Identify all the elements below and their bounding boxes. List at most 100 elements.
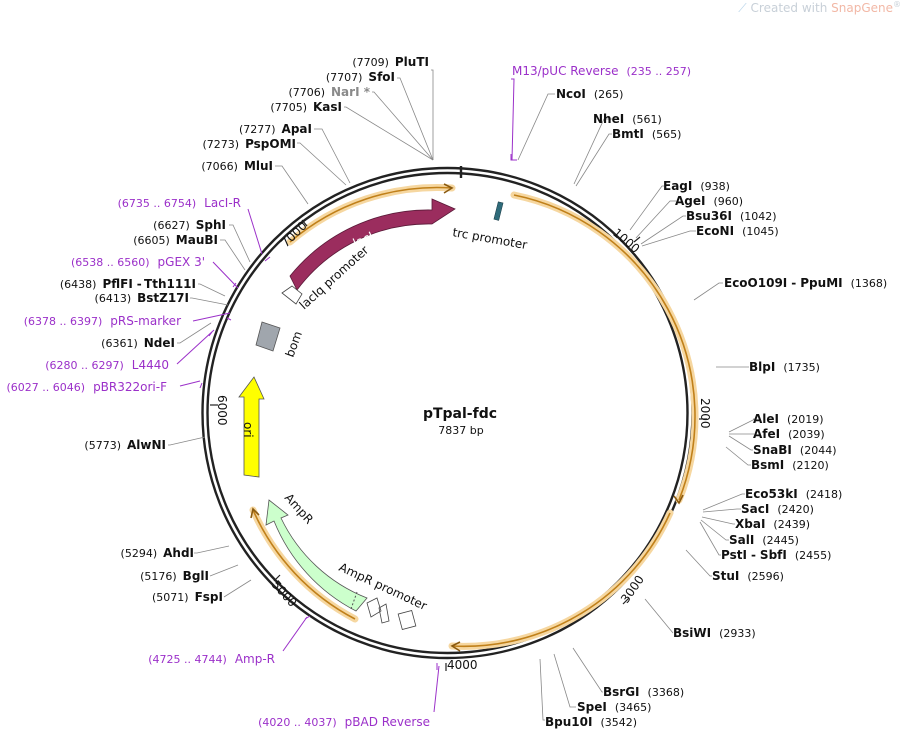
svg-text:(4020 .. 4037)pBAD Reverse: (4020 .. 4037)pBAD Reverse xyxy=(258,715,430,729)
feature-ori[interactable] xyxy=(238,376,265,478)
feature-AmpR[interactable] xyxy=(265,499,368,612)
backbone-inner xyxy=(206,171,689,655)
enzyme-name[interactable]: PspOMI xyxy=(245,137,296,151)
svg-text:NheI(561): NheI(561) xyxy=(593,112,662,126)
svg-text:(5071)FspI: (5071)FspI xyxy=(152,590,223,604)
primer-name[interactable]: L4440 xyxy=(132,358,169,372)
enzyme-name-2[interactable]: PpuMI xyxy=(800,276,842,290)
svg-text:(6605)MauBI: (6605) MauBI xyxy=(133,233,218,247)
enzyme-name[interactable]: AfeI xyxy=(753,427,780,441)
feature-lacI[interactable] xyxy=(289,198,456,291)
enzyme-name[interactable]: EagI xyxy=(663,179,692,193)
enzyme-pos: (3542) xyxy=(600,716,637,729)
enzyme-name[interactable]: SpeI xyxy=(577,700,607,714)
enzyme-pos: (7706) xyxy=(288,86,325,99)
enzyme-name[interactable]: BsmI xyxy=(751,458,784,472)
enzyme-name[interactable]: MauBI xyxy=(176,233,218,247)
enzyme-name[interactable]: MluI xyxy=(244,159,273,173)
enzyme-name[interactable]: BsiWI xyxy=(673,626,711,640)
enzyme-pos: (7709) xyxy=(352,56,389,69)
enzyme-name[interactable]: BglI xyxy=(183,569,209,583)
svg-text:SpeI(3465): SpeI(3465) xyxy=(577,700,651,714)
enzyme-name[interactable]: ApaI xyxy=(282,122,312,136)
svg-text:Eco53kI(2418): Eco53kI(2418) xyxy=(745,487,842,501)
primer-range: (6378 .. 6397) xyxy=(24,315,103,328)
svg-text:Bsu36I(1042): Bsu36I(1042) xyxy=(686,209,777,223)
enzyme-name[interactable]: SalI xyxy=(729,533,754,547)
enzyme-name[interactable]: Bsu36I xyxy=(686,209,732,223)
enzyme-name[interactable]: Eco53kI xyxy=(745,487,798,501)
feature-lacIq-promoter[interactable] xyxy=(281,285,303,305)
enzyme-name[interactable]: AlwNI xyxy=(127,438,166,452)
svg-text:SnaBI(2044): SnaBI(2044) xyxy=(753,443,836,457)
tick-label-6000: 6000 xyxy=(215,395,229,426)
enzyme-name[interactable]: PflFI xyxy=(102,277,132,291)
primer-range: (4725 .. 4744) xyxy=(148,653,227,666)
primer-name[interactable]: LacI-R xyxy=(204,196,241,210)
enzyme-name-2[interactable]: SbfI xyxy=(760,548,787,562)
svg-text:XbaI(2439): XbaI(2439) xyxy=(735,517,810,531)
enzyme-name[interactable]: NheI xyxy=(593,112,624,126)
enzyme-name[interactable]: EcoNI xyxy=(696,224,734,238)
primer-name[interactable]: pRS-marker xyxy=(110,314,181,328)
svg-text:Bpu10I(3542): Bpu10I (3542) xyxy=(545,715,637,729)
enzyme-name[interactable]: BsrGI xyxy=(603,685,640,699)
svg-text:EcoNI(1045): EcoNI (1045) xyxy=(696,224,779,238)
enzyme-name[interactable]: AgeI xyxy=(675,194,705,208)
snapgene-credit: ⟋ Created with SnapGene® xyxy=(738,0,901,16)
enzyme-name[interactable]: NdeI xyxy=(144,336,175,350)
enzyme-name[interactable]: SphI xyxy=(196,218,226,232)
enzyme-name[interactable]: NcoI xyxy=(556,87,586,101)
feature-bom[interactable] xyxy=(255,321,281,352)
enzyme-pos: (2420) xyxy=(777,503,814,516)
enzyme-name[interactable]: PluTI xyxy=(395,55,429,69)
enzyme-pos: (5294) xyxy=(121,547,158,560)
enzyme-name[interactable]: XbaI xyxy=(735,517,765,531)
enzyme-name[interactable]: BmtI xyxy=(612,127,644,141)
svg-text:(7706)NarI *: (7706) NarI * xyxy=(288,85,370,99)
primer-name[interactable]: pBR322ori-F xyxy=(93,380,167,394)
svg-text:(6413)BstZ17I: (6413)BstZ17I xyxy=(95,291,189,305)
enzyme-name[interactable]: KasI xyxy=(313,100,342,114)
feature-label-bom: bom xyxy=(283,329,305,359)
enzyme-name[interactable]: StuI xyxy=(712,569,739,583)
enzyme-name-2[interactable]: Tth111I xyxy=(144,277,196,291)
feature-box-small[interactable] xyxy=(397,609,417,631)
enzyme-pos: (6361) xyxy=(101,337,138,350)
enzyme-name[interactable]: AleI xyxy=(753,412,779,426)
snapgene-icon: ⟋ xyxy=(738,1,747,15)
enzyme-pos: (2120) xyxy=(792,459,829,472)
enzyme-name[interactable]: SacI xyxy=(741,502,769,516)
enzyme-pos: (1045) xyxy=(742,225,779,238)
primer-name[interactable]: M13/pUC Reverse xyxy=(512,64,619,78)
enzyme-name[interactable]: SfoI xyxy=(368,70,395,84)
svg-text:(7707)SfoI: (7707)SfoI xyxy=(326,70,395,84)
primer-name[interactable]: Amp-R xyxy=(235,652,275,666)
svg-text:AgeI(960): AgeI(960) xyxy=(675,194,743,208)
enzyme-pos: (6605) xyxy=(133,234,170,247)
enzyme-name[interactable]: FspI xyxy=(195,590,223,604)
svg-text:(7066)MluI: (7066)MluI xyxy=(201,159,273,173)
enzyme-name[interactable]: BstZ17I xyxy=(137,291,189,305)
svg-text:(6027 .. 6046)pBR322ori-F: (6027 .. 6046)pBR322ori-F xyxy=(7,380,168,394)
feature-label-trc-promoter: trc promoter xyxy=(451,225,528,252)
feature-AmpR-promoter[interactable] xyxy=(366,597,390,624)
enzyme-name[interactable]: NarI * xyxy=(331,85,371,99)
enzyme-pos: (1735) xyxy=(783,361,820,374)
svg-text:M13/pUC Reverse(235 .. 257): M13/pUC Reverse(235 .. 257) xyxy=(512,64,691,78)
feature-label-AmpR: AmpR xyxy=(282,491,316,527)
enzyme-name[interactable]: SnaBI xyxy=(753,443,792,457)
primer-name[interactable]: pBAD Reverse xyxy=(345,715,430,729)
primer-name[interactable]: pGEX 3' xyxy=(158,255,205,269)
enzyme-name[interactable]: BlpI xyxy=(749,360,775,374)
feature-trc-promoter[interactable] xyxy=(493,201,504,221)
enzyme-name[interactable]: Bpu10I xyxy=(545,715,592,729)
svg-text:BsmI(2120): BsmI (2120) xyxy=(751,458,829,472)
svg-text:BsrGI(3368): BsrGI(3368) xyxy=(603,685,684,699)
enzyme-name[interactable]: PstI xyxy=(721,548,747,562)
enzyme-name[interactable]: AhdI xyxy=(163,546,194,560)
enzyme-pos: (2019) xyxy=(787,413,824,426)
svg-text:(6538 .. 6560)pGEX 3': (6538 .. 6560)pGEX 3' xyxy=(71,255,205,269)
enzyme-name[interactable]: EcoO109I xyxy=(724,276,787,290)
